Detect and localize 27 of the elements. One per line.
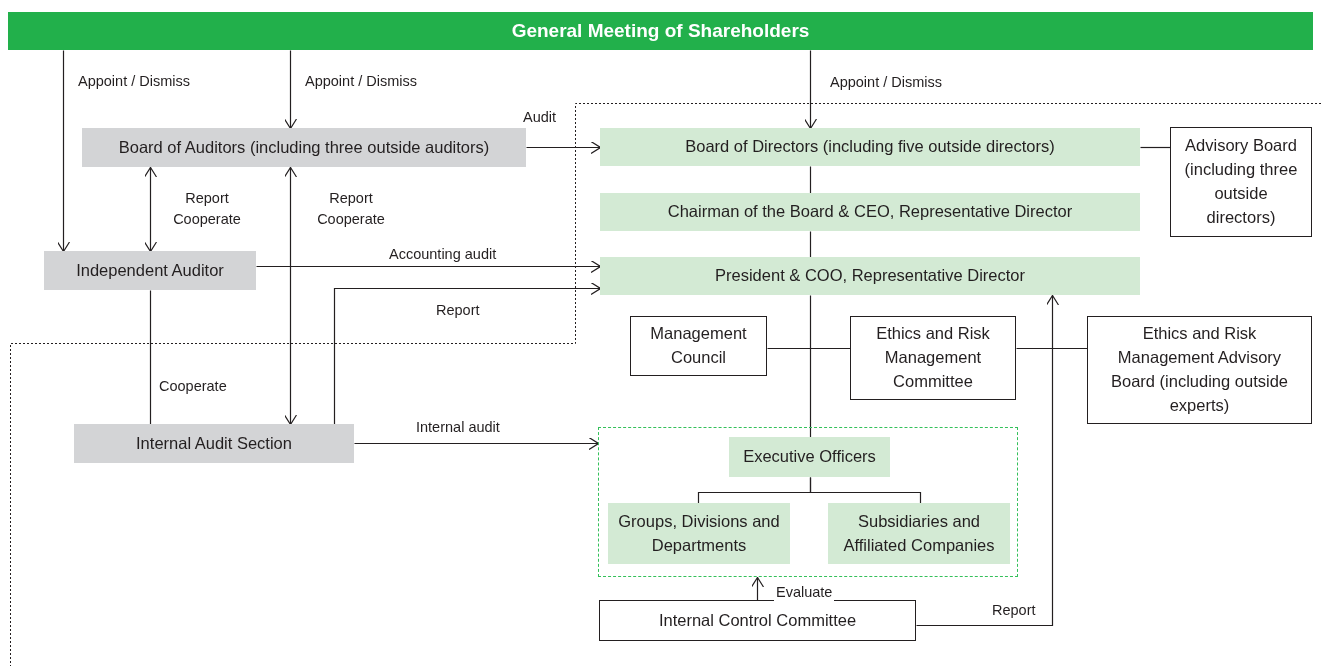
arrow	[283, 166, 298, 426]
arrow	[525, 140, 602, 155]
process-box: Ethics and Risk Management Advisory Board (including outside experts)	[1087, 316, 1312, 424]
process-box: Subsidiaries and Affiliated Companies	[828, 503, 1010, 564]
process-box: Independent Auditor	[44, 251, 256, 290]
process-box: Management Council	[630, 316, 767, 376]
process-box: Ethics and Risk Management Committee	[850, 316, 1016, 400]
arrow	[143, 166, 158, 253]
arrow	[915, 294, 1060, 627]
arrow	[803, 49, 818, 130]
arrow	[333, 281, 602, 426]
process-box: Board of Auditors (including three outside auditors)	[82, 128, 526, 167]
arrow	[353, 436, 600, 451]
process-box: Advisory Board (including three outside directors)	[1170, 127, 1312, 237]
process-box: President & COO, Representative Director	[600, 257, 1140, 295]
arrow	[283, 49, 298, 130]
arrow	[255, 259, 602, 274]
process-box: Groups, Divisions and Departments	[608, 503, 790, 564]
process-box: Executive Officers	[729, 437, 890, 477]
group-box	[598, 427, 1018, 577]
process-box: Internal Audit Section	[74, 424, 354, 463]
process-box: Board of Directors (including five outside directors)	[600, 128, 1140, 166]
arrow	[750, 576, 765, 602]
header-bar: General Meeting of Shareholders	[8, 12, 1313, 50]
arrow	[56, 49, 71, 253]
process-box: Internal Control Committee	[599, 600, 916, 641]
process-box: Chairman of the Board & CEO, Representative Director	[600, 193, 1140, 231]
